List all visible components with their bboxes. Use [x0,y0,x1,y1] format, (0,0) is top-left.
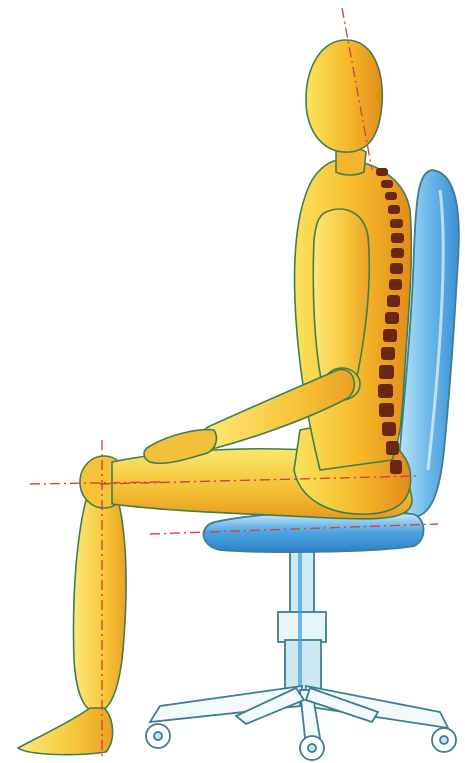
chair-casters [146,724,456,760]
wooden-mannequin [18,40,412,755]
chair-gas-column [278,545,326,690]
chair-base-star [150,686,448,738]
mannequin-shin [74,500,127,712]
mannequin-foot [18,708,113,755]
mannequin-head [306,40,382,152]
